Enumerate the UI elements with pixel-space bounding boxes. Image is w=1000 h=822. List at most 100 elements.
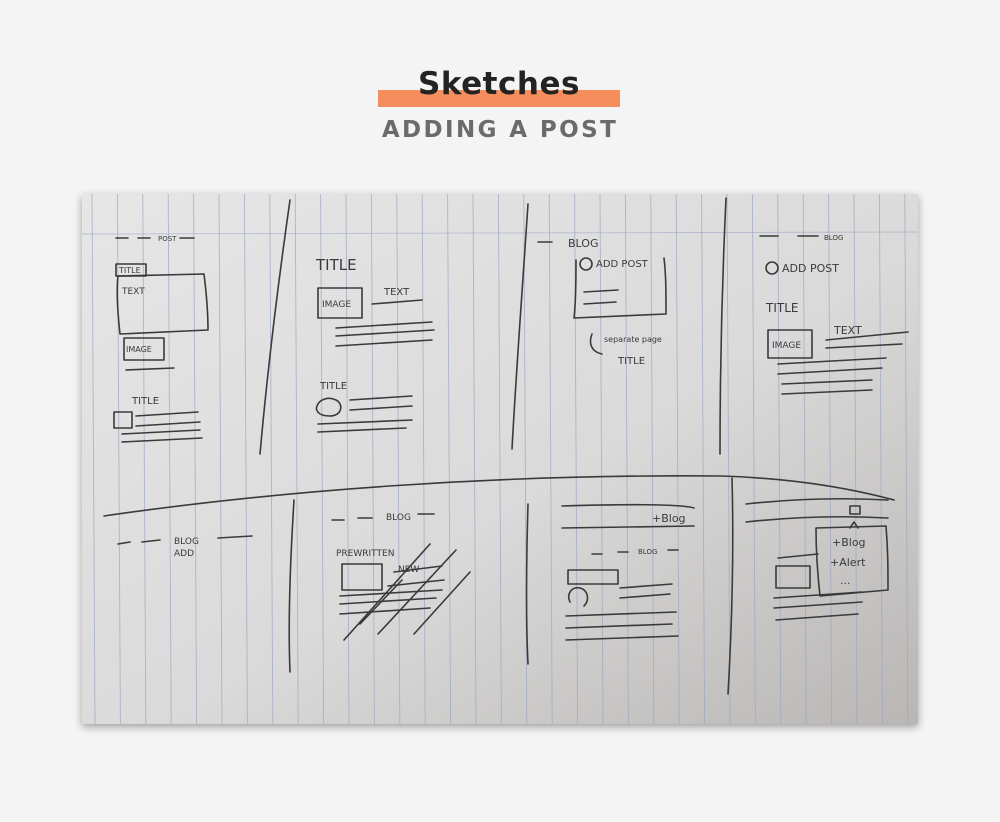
ruling-line bbox=[878, 194, 883, 724]
text-lines-sketch bbox=[777, 331, 909, 395]
ruling-line bbox=[447, 194, 452, 724]
sketch-label: BLOG bbox=[824, 234, 843, 242]
dropdown-sketch bbox=[815, 525, 889, 597]
sketch-label: TITLE bbox=[118, 266, 141, 275]
text-lines-sketch bbox=[583, 289, 619, 305]
image-box-sketch bbox=[123, 337, 165, 361]
add-icon-sketch bbox=[765, 261, 779, 275]
page-subtitle: ADDING A POST bbox=[381, 117, 619, 143]
sketch-photo: POST TITLE TEXT IMAGE TITLE TITLE IMAGE … bbox=[82, 194, 918, 724]
sketch-label: TITLE bbox=[131, 396, 159, 407]
caret-sketch bbox=[849, 521, 859, 529]
ruling-line bbox=[472, 194, 477, 724]
header-lines-sketch bbox=[745, 498, 889, 523]
ruling-line bbox=[650, 194, 655, 724]
margin-line bbox=[82, 231, 918, 235]
avatar-circle-sketch bbox=[567, 586, 589, 607]
add-icon-sketch bbox=[579, 257, 593, 271]
sketch-label: PREWRITTEN bbox=[336, 549, 394, 559]
arrow-sketch bbox=[589, 333, 603, 355]
sketch-label: TEXT bbox=[383, 287, 410, 298]
image-box-sketch bbox=[775, 565, 811, 589]
sketch-ink bbox=[103, 197, 909, 695]
ruling-line bbox=[777, 194, 782, 724]
page-title: Sketches bbox=[418, 66, 580, 102]
avatar-circle-sketch bbox=[315, 397, 342, 417]
text-box-sketch bbox=[116, 273, 209, 335]
menu-icon-sketch bbox=[849, 505, 861, 515]
sketch-label: NEW bbox=[398, 565, 419, 575]
ruling-line bbox=[91, 194, 96, 724]
divider-line bbox=[103, 475, 895, 517]
text-lines-sketch bbox=[565, 583, 679, 641]
ruling-line bbox=[828, 194, 833, 724]
ruling-line bbox=[751, 194, 756, 724]
sketch-label: TEXT bbox=[121, 287, 145, 297]
sketch-label: TITLE bbox=[765, 301, 798, 315]
sketch-label: +Blog bbox=[652, 512, 686, 525]
text-lines-sketch bbox=[121, 411, 203, 443]
ruling-line bbox=[218, 194, 223, 724]
ruling-line bbox=[243, 194, 248, 724]
ruling-line bbox=[548, 194, 553, 724]
ruling-line bbox=[396, 194, 401, 724]
paper-rulings bbox=[82, 194, 918, 724]
ruling-line bbox=[624, 194, 629, 724]
image-box-sketch bbox=[567, 569, 619, 585]
divider-line bbox=[259, 199, 291, 455]
ruling-line bbox=[599, 194, 604, 724]
image-box-sketch bbox=[317, 287, 363, 319]
header-lines-sketch bbox=[561, 503, 695, 529]
ruling-line bbox=[726, 194, 731, 724]
card-sketch bbox=[573, 257, 667, 319]
sketch-label: TITLE bbox=[319, 381, 347, 392]
ruling-line bbox=[853, 194, 858, 724]
dash-line bbox=[331, 513, 435, 521]
ruling-line bbox=[370, 194, 375, 724]
divider-line bbox=[525, 503, 529, 665]
title-block: Sketches bbox=[378, 62, 620, 110]
sketch-label: BLOG bbox=[174, 537, 199, 547]
text-line-sketch bbox=[125, 367, 175, 371]
sketch-label: BLOG bbox=[568, 237, 598, 250]
sketch-label: separate page bbox=[604, 335, 662, 344]
sketch-label: IMAGE bbox=[772, 341, 801, 351]
ruling-line bbox=[904, 194, 909, 724]
divider-line bbox=[719, 197, 727, 455]
ruling-line bbox=[497, 194, 502, 724]
sketch-label: +Alert bbox=[830, 556, 866, 569]
sketch-label: TEXT bbox=[833, 324, 862, 337]
sketch-label: TITLE bbox=[315, 256, 357, 274]
ruling-line bbox=[421, 194, 426, 724]
sketch-label: IMAGE bbox=[126, 345, 152, 354]
ruling-line bbox=[167, 194, 172, 724]
ruling-line bbox=[701, 194, 706, 724]
sketch-label: +Blog bbox=[832, 536, 866, 549]
sketch-label: ADD POST bbox=[782, 262, 839, 275]
divider-line bbox=[727, 477, 734, 695]
sketch-labels: POST TITLE TEXT IMAGE TITLE TITLE IMAGE … bbox=[118, 234, 866, 587]
divider-line bbox=[288, 499, 295, 673]
ruling-line bbox=[269, 194, 274, 724]
thumb-box-sketch bbox=[113, 411, 133, 429]
divider-line bbox=[511, 203, 529, 450]
sketch-label: BLOG bbox=[386, 513, 411, 523]
sketch-label: ADD bbox=[174, 549, 194, 559]
dash-line bbox=[591, 549, 679, 555]
sketch-label: ADD POST bbox=[596, 259, 649, 270]
image-box-sketch bbox=[767, 329, 813, 359]
strike-lines-sketch bbox=[343, 543, 471, 641]
text-lines-sketch bbox=[773, 553, 863, 621]
ruling-line bbox=[320, 194, 325, 724]
text-lines-sketch bbox=[335, 299, 435, 347]
sketch-label: ... bbox=[840, 574, 851, 587]
dash-line bbox=[117, 535, 253, 545]
sketch-label: TITLE bbox=[617, 356, 645, 367]
sketch-paper: POST TITLE TEXT IMAGE TITLE TITLE IMAGE … bbox=[82, 194, 918, 724]
sketch-label: IMAGE bbox=[322, 300, 351, 310]
text-lines-sketch bbox=[317, 395, 413, 433]
sketch-label: POST bbox=[158, 235, 177, 243]
text-lines-sketch bbox=[339, 565, 445, 615]
header: Sketches ADDING A POST bbox=[0, 0, 1000, 160]
